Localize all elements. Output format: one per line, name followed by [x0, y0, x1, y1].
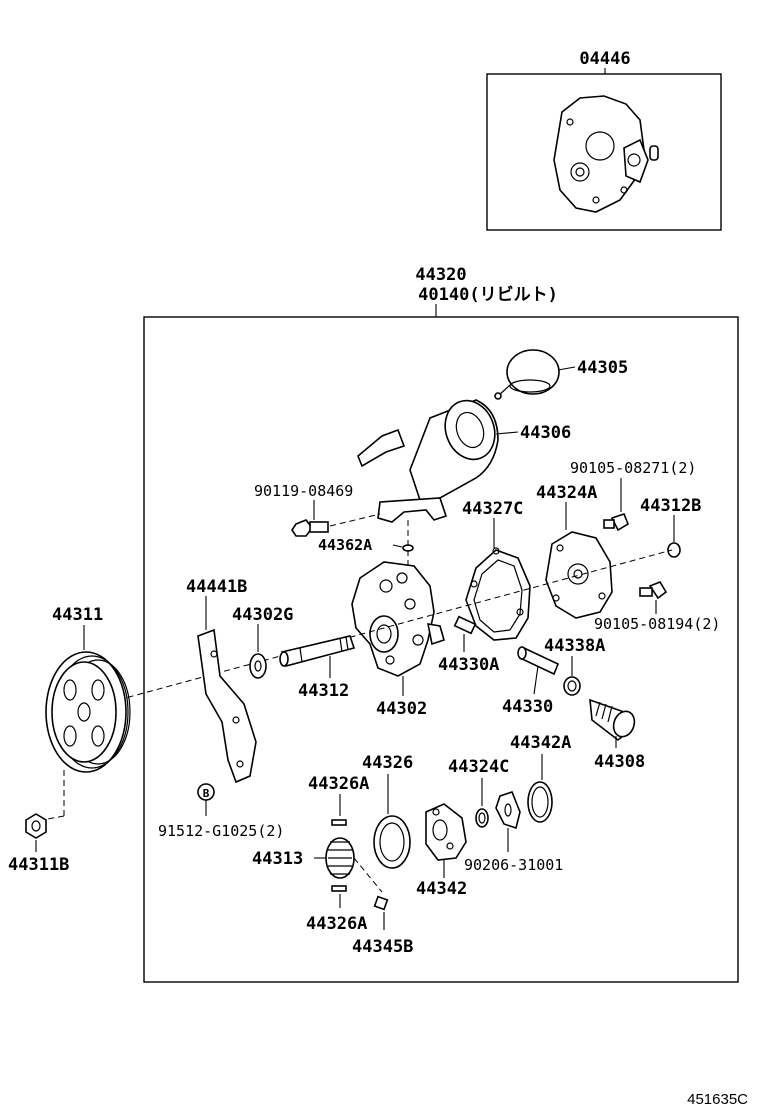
label-44342[interactable]: 44342: [416, 879, 467, 899]
pulley-44311: [45, 651, 131, 773]
valve-44330A: [453, 615, 477, 635]
label-44312[interactable]: 44312: [298, 681, 349, 701]
gasket-kit-inset: 04446: [486, 49, 722, 231]
label-91512-G1025[interactable]: 91512-G1025(2): [158, 822, 284, 840]
cover-44324A: [545, 531, 613, 619]
label-44302[interactable]: 44302: [376, 699, 427, 719]
oring-44338A: [563, 676, 581, 696]
label-90206-31001[interactable]: 90206-31001: [464, 856, 563, 874]
kit-label[interactable]: 04446: [579, 49, 630, 69]
pin-44326A-top: [331, 819, 347, 826]
label-44305[interactable]: 44305: [577, 358, 628, 378]
label-44306[interactable]: 44306: [520, 423, 571, 443]
reservoir-cap-44305: [494, 349, 560, 400]
seal-44312B: [667, 542, 681, 558]
shaft-44312: [279, 635, 356, 667]
seal-90206-31001: [495, 791, 521, 830]
drawing-code: 451635C: [687, 1091, 748, 1108]
gasket-44327C: [465, 547, 531, 641]
label-44302G[interactable]: 44302G: [232, 605, 293, 625]
label-44324C[interactable]: 44324C: [448, 757, 509, 777]
label-44441B[interactable]: 44441B: [186, 577, 247, 597]
label-44345B[interactable]: 44345B: [352, 937, 413, 957]
label-44326[interactable]: 44326: [362, 753, 413, 773]
oring-44324C: [475, 808, 489, 828]
label-44311[interactable]: 44311: [52, 605, 103, 625]
cam-ring-44326: [373, 815, 411, 869]
label-44324A[interactable]: 44324A: [536, 483, 597, 503]
marker-b[interactable]: B: [203, 787, 210, 800]
pin-44326A-bottom: [331, 885, 347, 892]
assembly-label-44320[interactable]: 44320: [415, 265, 466, 285]
plate-44342: [425, 803, 467, 861]
label-44326A-bottom[interactable]: 44326A: [306, 914, 367, 934]
label-44312B[interactable]: 44312B: [640, 496, 701, 516]
assembly-label-40140[interactable]: 40140(リビルト): [418, 285, 558, 305]
valve-44330: [517, 646, 560, 676]
rotor-44313: [325, 837, 355, 879]
label-44311B[interactable]: 44311B: [8, 855, 69, 875]
label-44330[interactable]: 44330: [502, 697, 553, 717]
bolt-90119-08469: [291, 519, 329, 537]
label-44313[interactable]: 44313: [252, 849, 303, 869]
reservoir-44306: [357, 399, 499, 523]
fitting-44308: [589, 698, 636, 742]
label-44330A[interactable]: 44330A: [438, 655, 499, 675]
kit-gasket-drawing: [553, 95, 659, 213]
pin-44345B: [373, 895, 389, 911]
label-90105-08194[interactable]: 90105-08194(2): [594, 615, 720, 633]
kit-frame: [486, 73, 722, 231]
label-44326A-top[interactable]: 44326A: [308, 774, 369, 794]
label-44362A[interactable]: 44362A: [318, 536, 372, 554]
pump-body-44302: [351, 561, 445, 677]
assembly-frame: [143, 316, 739, 983]
label-44327C[interactable]: 44327C: [462, 499, 523, 519]
label-44342A[interactable]: 44342A: [510, 733, 571, 753]
bolt-90105-08271: [603, 513, 629, 532]
label-90119-08469[interactable]: 90119-08469: [254, 482, 353, 500]
label-44338A[interactable]: 44338A: [544, 636, 605, 656]
nut-44311B: [25, 813, 47, 839]
bearing-44302G: [249, 653, 267, 679]
label-90105-08271[interactable]: 90105-08271(2): [570, 459, 696, 477]
label-44308[interactable]: 44308: [594, 752, 645, 772]
bracket-44441B: [197, 628, 257, 784]
bolt-90105-08194: [639, 581, 668, 600]
